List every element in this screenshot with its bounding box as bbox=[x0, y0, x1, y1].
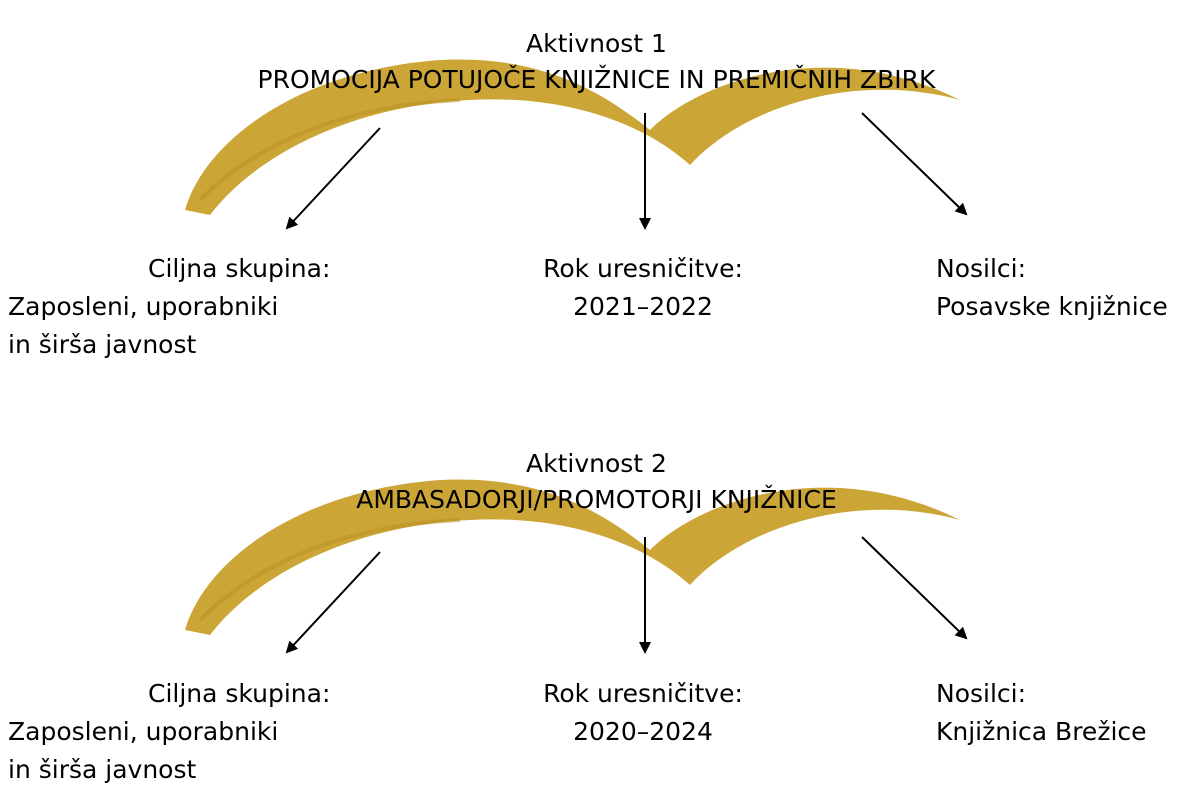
target-group-value-line1: Zaposleni, uporabniki bbox=[8, 717, 279, 746]
activity-heading: Aktivnost 2 bbox=[526, 449, 667, 478]
arrow-right bbox=[861, 536, 968, 640]
holders: Nosilci: Posavske knjižnice bbox=[936, 250, 1168, 326]
holders: Nosilci: Knjižnica Brežice bbox=[936, 675, 1147, 751]
deadline-value: 2020–2024 bbox=[573, 717, 713, 746]
brush-swoosh bbox=[185, 59, 960, 215]
deadline-value: 2021–2022 bbox=[573, 292, 713, 321]
target-group-value-line1: Zaposleni, uporabniki bbox=[8, 292, 279, 321]
holders-value: Knjižnica Brežice bbox=[936, 717, 1147, 746]
activity-block-2: Aktivnost 2 AMBASADORJI/PROMOTORJI KNJIŽ… bbox=[0, 420, 1193, 811]
activity-2-diagram bbox=[185, 479, 968, 654]
activity-heading: Aktivnost 1 bbox=[526, 29, 667, 58]
brush-swoosh-streak bbox=[198, 518, 461, 622]
activity-block-1: Aktivnost 1 PROMOCIJA POTUJOČE KNJIŽNICE… bbox=[0, 0, 1193, 391]
holders-label: Nosilci: bbox=[936, 254, 1027, 283]
deadline: Rok uresničitve: 2021–2022 bbox=[498, 250, 788, 326]
deadline-label: Rok uresničitve: bbox=[543, 254, 743, 283]
holders-label: Nosilci: bbox=[936, 679, 1027, 708]
activity-1-diagram bbox=[185, 59, 968, 230]
brush-swoosh bbox=[185, 479, 960, 635]
target-group-label: Ciljna skupina: bbox=[148, 254, 331, 283]
target-group-value-line2: in širša javnost bbox=[8, 755, 197, 784]
arrow-left bbox=[285, 127, 381, 230]
brush-swoosh-streak bbox=[198, 98, 461, 202]
deadline: Rok uresničitve: 2020–2024 bbox=[498, 675, 788, 751]
target-group-value-line2: in širša javnost bbox=[8, 330, 197, 359]
activity-name: PROMOCIJA POTUJOČE KNJIŽNICE IN PREMIČNI… bbox=[257, 65, 936, 94]
activity-name: AMBASADORJI/PROMOTORJI KNJIŽNICE bbox=[356, 485, 837, 514]
holders-value: Posavske knjižnice bbox=[936, 292, 1168, 321]
target-group: Ciljna skupina: Zaposleni, uporabniki in… bbox=[8, 675, 330, 789]
target-group: Ciljna skupina: Zaposleni, uporabniki in… bbox=[8, 250, 330, 364]
deadline-label: Rok uresničitve: bbox=[543, 679, 743, 708]
arrow-left bbox=[285, 551, 381, 654]
arrow-right bbox=[861, 112, 968, 216]
target-group-label: Ciljna skupina: bbox=[148, 679, 331, 708]
